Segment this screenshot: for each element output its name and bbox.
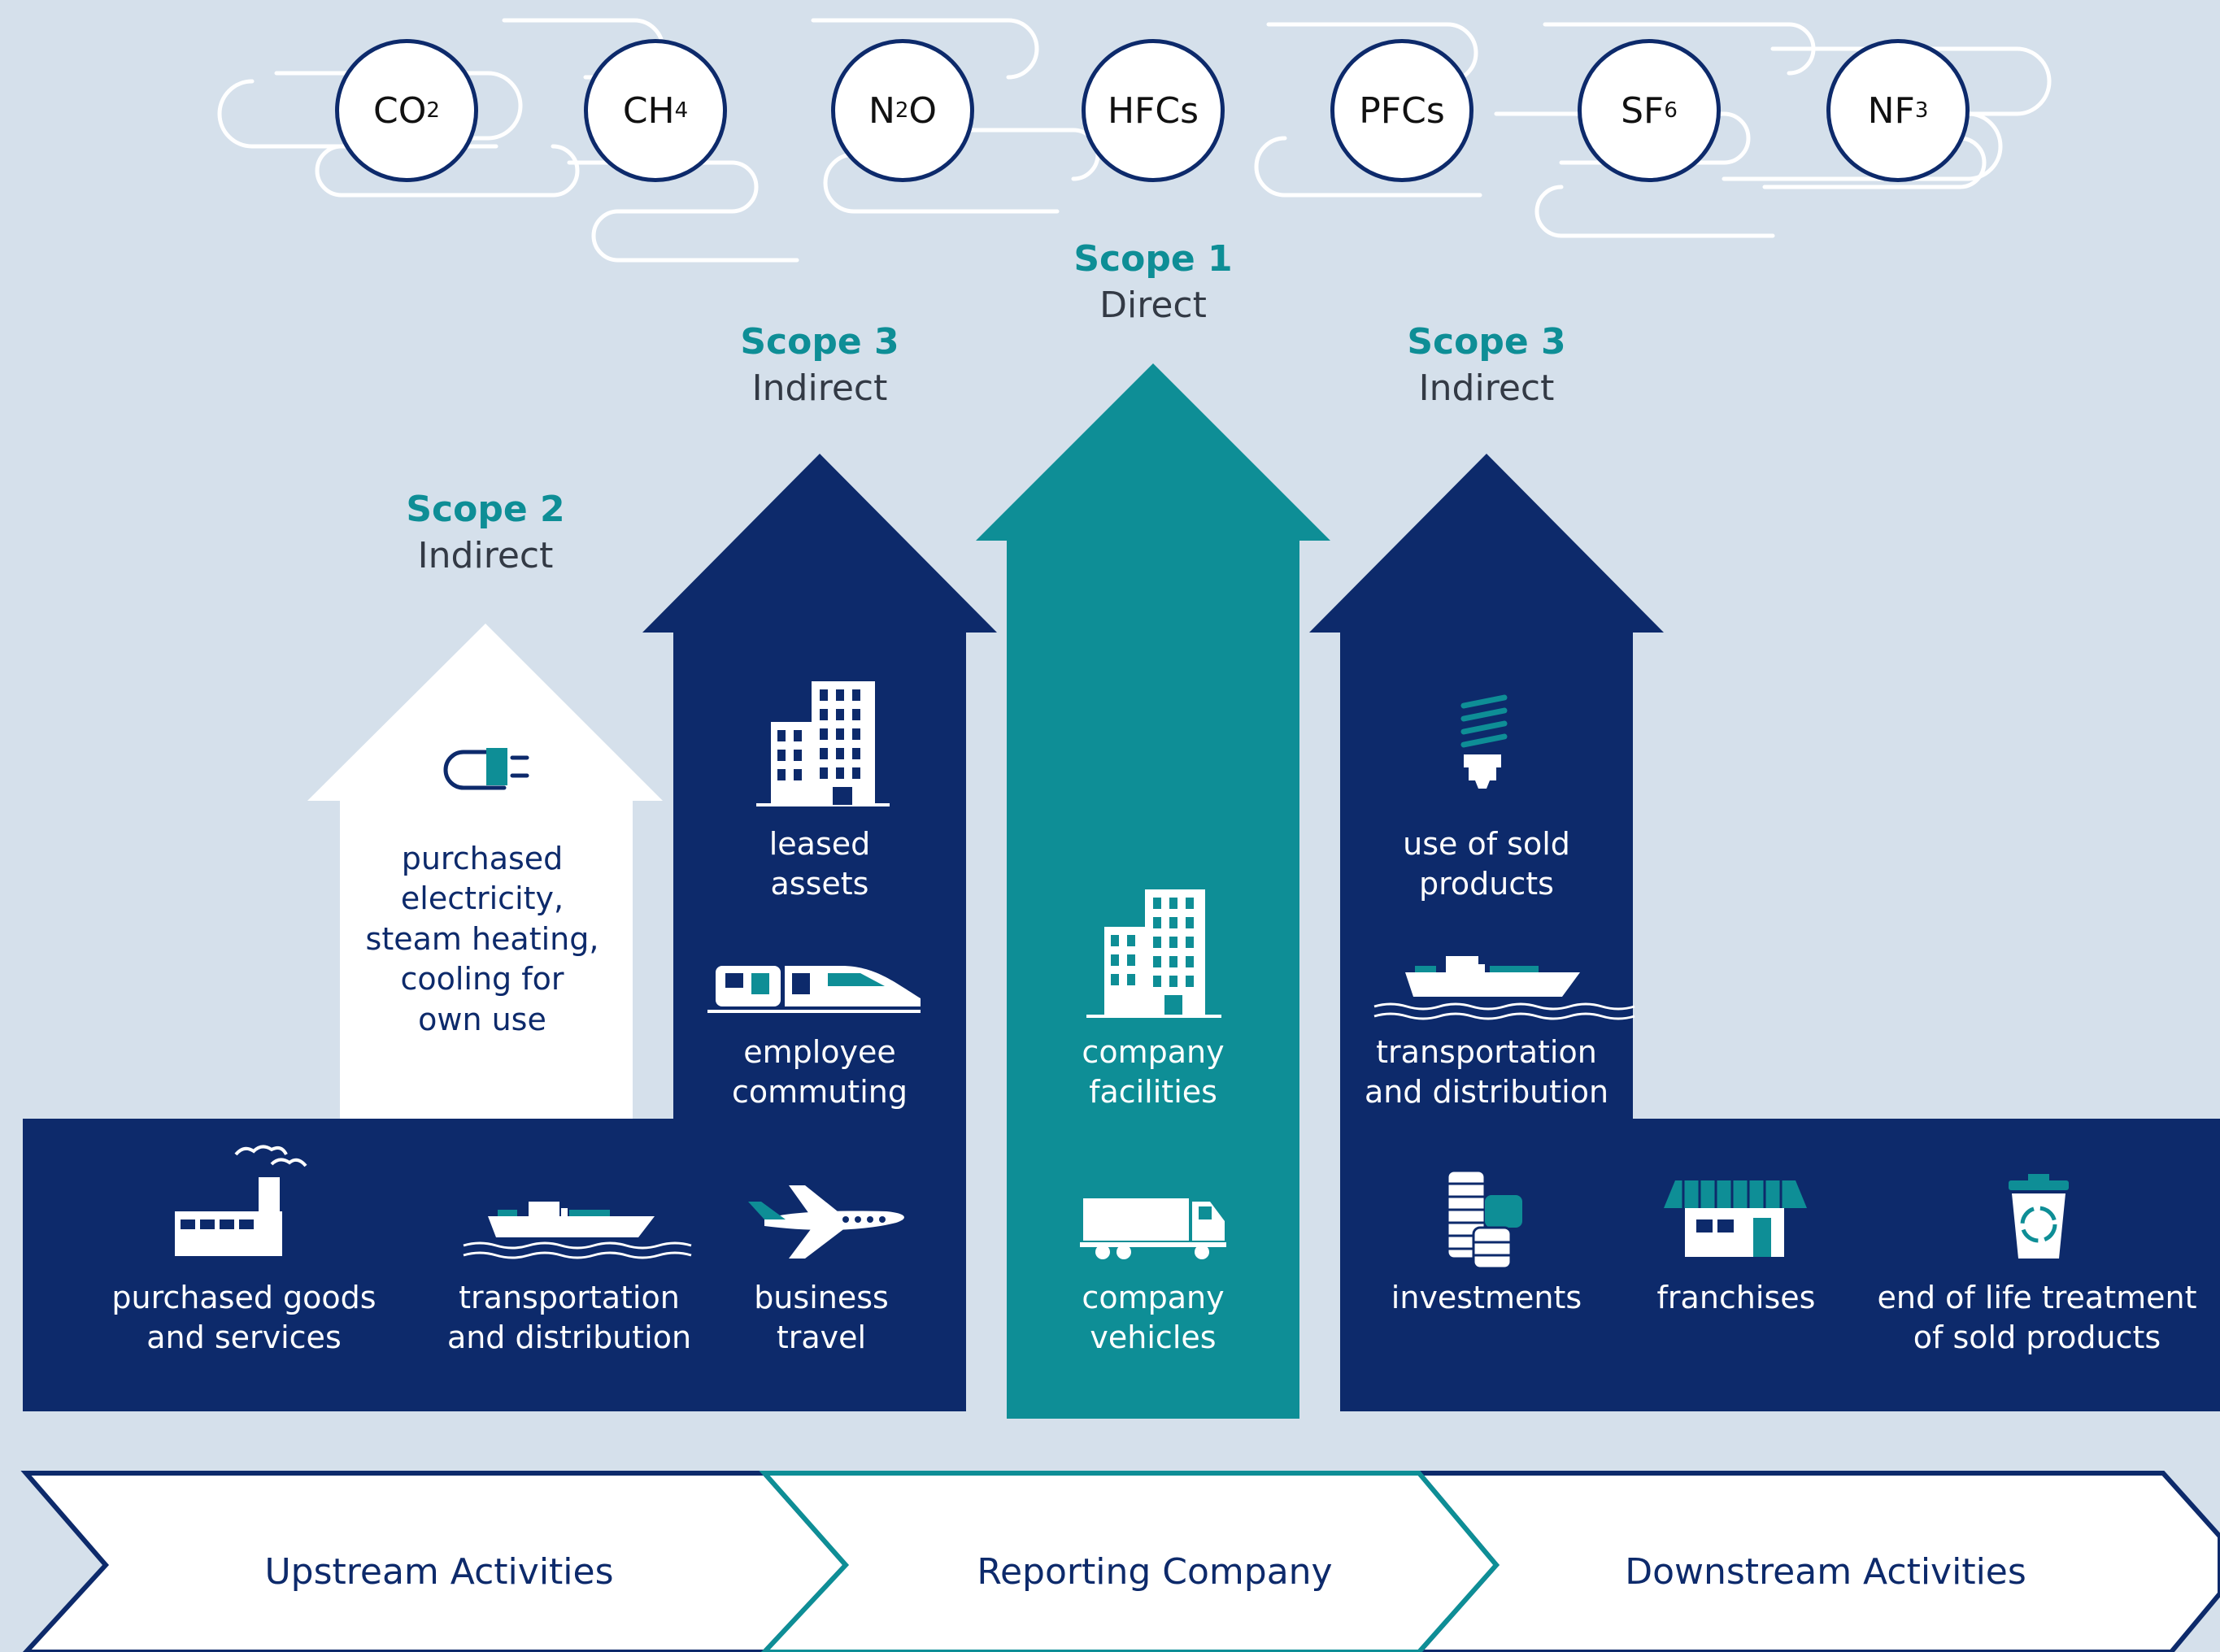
- line: business: [754, 1280, 889, 1315]
- end-of-life-label: end of life treatment of sold products: [1862, 1278, 2212, 1359]
- line: purchased goods: [111, 1280, 377, 1315]
- purchased-goods-label: purchased goods and services: [89, 1278, 398, 1359]
- downstream-activities-label: Downstream Activities: [1625, 1551, 2026, 1593]
- line: of sold products: [1913, 1319, 2161, 1356]
- upstream-base: [23, 1119, 966, 1411]
- plug-icon: [443, 748, 529, 790]
- line: transportation: [459, 1280, 680, 1315]
- scope2-kind: Indirect: [417, 535, 554, 577]
- line: leased: [768, 826, 871, 862]
- line: travel: [776, 1319, 867, 1356]
- line: purchased: [401, 841, 564, 876]
- line: electricity,: [400, 880, 564, 917]
- factory-icon: [175, 1145, 307, 1256]
- scope1-label: Scope 1 Direct: [990, 236, 1316, 328]
- cloud-outlines: [217, 18, 2052, 263]
- building-icon: [756, 681, 890, 806]
- scope1-title: Scope 1: [1073, 238, 1233, 280]
- scope3-downstream-title: Scope 3: [1407, 321, 1566, 363]
- scope3-downstream-label: Scope 3 Indirect: [1324, 319, 1649, 411]
- line: own use: [418, 1001, 546, 1037]
- line: employee: [743, 1034, 896, 1070]
- company-building-icon: [1086, 889, 1221, 1018]
- scope3-upstream-kind: Indirect: [751, 367, 888, 410]
- employee-commuting-label: employee commuting: [673, 1032, 966, 1113]
- scope2-title: Scope 2: [406, 489, 565, 530]
- scope2-arrow: [307, 624, 663, 1119]
- line: and distribution: [1364, 1074, 1609, 1111]
- reporting-company-label: Reporting Company: [977, 1551, 1333, 1593]
- scope3-upstream-title: Scope 3: [740, 321, 899, 363]
- line: products: [1419, 866, 1554, 902]
- line: vehicles: [1090, 1319, 1217, 1356]
- upstream-activities-label: Upstream Activities: [264, 1551, 614, 1593]
- downstream-base: [1340, 1119, 2220, 1411]
- line: franchises: [1656, 1280, 1816, 1315]
- shop-icon: [1664, 1180, 1807, 1257]
- train-icon: [707, 966, 921, 1013]
- recycle-bin-icon: [2009, 1174, 2069, 1259]
- line: assets: [770, 866, 869, 902]
- transport-upstream-label: transportation and distribution: [415, 1278, 724, 1359]
- scope1-kind: Direct: [1099, 285, 1207, 327]
- line: and distribution: [446, 1319, 692, 1356]
- business-travel-label: business travel: [699, 1278, 943, 1359]
- reporting-chevron: [759, 1471, 1500, 1652]
- scope3-upstream-label: Scope 3 Indirect: [657, 319, 982, 411]
- gas-hfcs: HFCs: [1082, 39, 1225, 182]
- line: commuting: [732, 1074, 908, 1111]
- line: steam heating,: [365, 920, 599, 957]
- line: and services: [146, 1319, 342, 1356]
- ship-icon: [463, 1202, 692, 1259]
- leased-assets-label: leased assets: [673, 824, 966, 905]
- line: company: [1082, 1034, 1225, 1070]
- truck-icon: [1080, 1198, 1226, 1259]
- coins-icon: [1446, 1169, 1522, 1270]
- ship-icon-downstream: [1373, 956, 1635, 1020]
- scope2-label: Scope 2 Indirect: [323, 486, 648, 579]
- purchased-electricity-label: purchased electricity, steam heating, co…: [340, 839, 625, 1040]
- company-vehicles-label: company vehicles: [1007, 1278, 1299, 1359]
- line: investments: [1391, 1280, 1582, 1315]
- line: end of life treatment: [1877, 1280, 2197, 1315]
- line: use of sold: [1403, 826, 1570, 862]
- airplane-icon: [748, 1185, 904, 1259]
- line: company: [1082, 1280, 1225, 1315]
- line: transportation: [1376, 1034, 1597, 1070]
- transport-downstream-label: transportation and distribution: [1332, 1032, 1641, 1113]
- franchises-label: franchises: [1618, 1278, 1854, 1318]
- lightbulb-icon: [1460, 694, 1508, 789]
- use-of-sold-products-label: use of sold products: [1340, 824, 1633, 905]
- gas-pfcs: PFCs: [1330, 39, 1473, 182]
- investments-label: investments: [1356, 1278, 1617, 1318]
- line: facilities: [1089, 1074, 1217, 1111]
- line: cooling for: [400, 961, 564, 998]
- scope3-downstream-kind: Indirect: [1418, 367, 1555, 410]
- company-facilities-label: company facilities: [1007, 1032, 1299, 1113]
